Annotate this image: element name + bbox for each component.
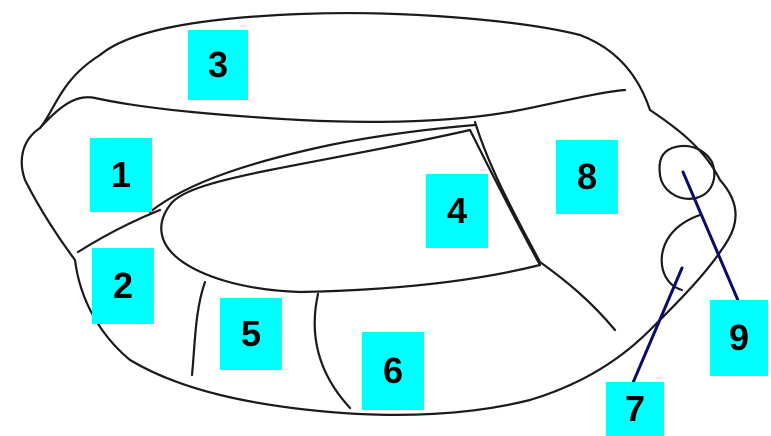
label-8: 8 bbox=[556, 140, 618, 214]
label-7: 7 bbox=[606, 382, 664, 436]
band-line-upper bbox=[40, 90, 625, 128]
label-2: 2 bbox=[92, 248, 154, 324]
label-1: 1 bbox=[90, 138, 152, 212]
label-3: 3 bbox=[188, 30, 248, 100]
region-9-oval bbox=[660, 146, 715, 199]
divider-1-2 bbox=[78, 210, 160, 252]
label-4: 4 bbox=[426, 174, 488, 248]
label-6: 6 bbox=[362, 332, 424, 410]
label-5: 5 bbox=[220, 298, 282, 370]
label-9: 9 bbox=[710, 300, 768, 376]
pointer-line-7 bbox=[632, 268, 682, 385]
divider-5-6 bbox=[315, 294, 350, 408]
divider-2-5 bbox=[192, 282, 205, 375]
pointer-line-9 bbox=[683, 172, 740, 305]
region-7-shape bbox=[662, 215, 700, 290]
